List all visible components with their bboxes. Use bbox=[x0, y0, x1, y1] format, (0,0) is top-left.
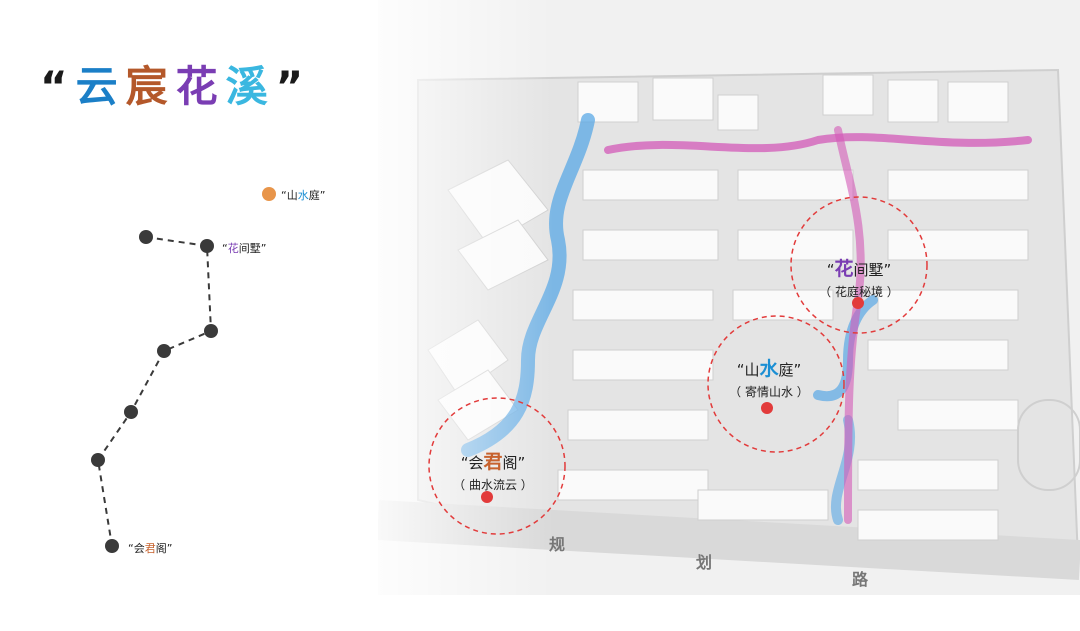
zone-marker bbox=[481, 491, 493, 503]
title-close-quote: ” bbox=[275, 62, 312, 111]
label-text: 阁” bbox=[155, 542, 173, 555]
zone-name-highlight: 花 bbox=[834, 258, 854, 280]
map-fade-overlay bbox=[378, 0, 1080, 595]
zone-name-text: “山 bbox=[736, 361, 760, 379]
zone-circle-huajianshu bbox=[790, 196, 928, 334]
title-char-yun: 云 bbox=[75, 62, 126, 111]
zone-name-text: 阁” bbox=[502, 454, 526, 472]
zone-name: “山水庭” bbox=[719, 354, 819, 381]
route-node bbox=[200, 239, 214, 253]
zone-circle-huijunge bbox=[428, 397, 566, 535]
zone-name-text: “ bbox=[826, 261, 835, 279]
zone-circle-shanshuiting bbox=[707, 315, 845, 453]
route-node bbox=[157, 344, 171, 358]
legend-huajianshu-label: “花间墅” bbox=[222, 240, 266, 256]
title-char-chen: 宸 bbox=[125, 62, 176, 111]
zone-name: “会君阁” bbox=[438, 447, 548, 474]
label-text: 庭” bbox=[308, 189, 326, 202]
zone-marker bbox=[761, 402, 773, 414]
route-path-diagram bbox=[91, 230, 218, 553]
title-open-quote: “ bbox=[40, 62, 76, 111]
zone-marker bbox=[852, 297, 864, 309]
zone-label-huajianshu: “花间墅” （ 花庭秘境 ） bbox=[809, 254, 909, 300]
zone-name-highlight: 水 bbox=[759, 358, 779, 380]
site-plan-map: “花间墅” （ 花庭秘境 ） “山水庭” （ 寄情山水 ） “会君阁” （ 曲水… bbox=[378, 0, 1080, 595]
road-label-char: 路 bbox=[852, 570, 869, 589]
label-text: “会 bbox=[128, 542, 145, 555]
route-dashed-path bbox=[96, 236, 213, 547]
zone-name-text: 庭” bbox=[778, 361, 802, 379]
zone-subtitle: （ 花庭秘境 ） bbox=[819, 285, 899, 299]
zone-label-huijunge: “会君阁” （ 曲水流云 ） bbox=[438, 447, 548, 493]
zone-name-text: “会 bbox=[460, 454, 484, 472]
label-text: “ bbox=[222, 242, 228, 255]
label-text: 间墅” bbox=[238, 242, 267, 255]
label-highlight: 水 bbox=[297, 189, 309, 202]
zone-name-highlight: 君 bbox=[483, 451, 503, 473]
legend-huijunge-label: “会君阁” bbox=[128, 540, 172, 556]
route-node bbox=[91, 453, 105, 467]
zone-name-text: 间墅” bbox=[853, 261, 892, 279]
label-highlight: 君 bbox=[144, 542, 156, 555]
road-label-char: 规 bbox=[549, 535, 566, 554]
route-node bbox=[139, 230, 153, 244]
zone-name: “花间墅” bbox=[809, 254, 909, 281]
route-node bbox=[105, 539, 119, 553]
route-legend: “山水庭” “花间墅” “会君阁” bbox=[0, 0, 360, 627]
title-char-xi: 溪 bbox=[225, 62, 276, 111]
site-plan-drawing bbox=[378, 0, 1080, 595]
legend-shanshui-label: “山水庭” bbox=[281, 187, 325, 203]
shanshui-marker-dot bbox=[262, 187, 276, 201]
zone-subtitle: （ 寄情山水 ） bbox=[729, 385, 809, 399]
road-label-char: 划 bbox=[696, 553, 713, 572]
label-text: “山 bbox=[281, 189, 298, 202]
zone-subtitle: （ 曲水流云 ） bbox=[453, 478, 533, 492]
zone-label-shanshuiting: “山水庭” （ 寄情山水 ） bbox=[719, 354, 819, 400]
route-node bbox=[204, 324, 218, 338]
title-char-hua: 花 bbox=[175, 62, 226, 111]
label-highlight: 花 bbox=[227, 242, 239, 255]
route-node bbox=[124, 405, 138, 419]
page-title: “云宸花溪” bbox=[40, 66, 311, 108]
